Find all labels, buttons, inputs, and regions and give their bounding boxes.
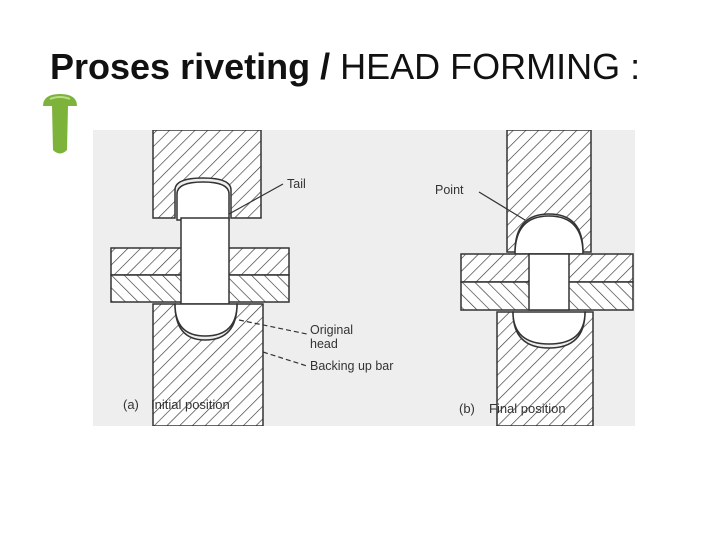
caption-a-marker: (a) (123, 397, 139, 412)
rivet-shank-a (180, 217, 230, 305)
rivet-set-a (152, 130, 262, 219)
caption-b-marker: (b) (459, 401, 475, 416)
caption-b-text: Final position (489, 401, 566, 416)
tail-leader (228, 183, 284, 215)
tail-label: Tail (287, 177, 306, 191)
rivet-tail-a (176, 181, 230, 221)
original-head-label-line2: head (310, 337, 338, 351)
original-head-a (174, 303, 238, 337)
point-label: Point (435, 183, 464, 197)
title-bold-part: Proses riveting / (50, 46, 331, 87)
backing-up-bar-label: Backing up bar (310, 359, 393, 373)
caption-a-text: Initial position (151, 397, 230, 412)
slide-title: Proses riveting / HEAD FORMING : (50, 44, 640, 90)
green-rivet-icon (40, 90, 80, 158)
original-head-leader (238, 319, 308, 335)
initial-position-drawing: Tail Original head Backing up bar (a) In… (110, 130, 393, 426)
rivet-shank-b (528, 253, 570, 311)
point-leader (478, 191, 526, 221)
riveting-diagram: Tail Original head Backing up bar (a) In… (93, 130, 635, 426)
original-head-label-line1: Original (310, 323, 353, 337)
title-normal-part: HEAD FORMING : (340, 46, 641, 87)
final-position-drawing: Point (b) Final position (435, 130, 634, 426)
formed-point-b (514, 215, 584, 255)
head-b (512, 311, 586, 345)
